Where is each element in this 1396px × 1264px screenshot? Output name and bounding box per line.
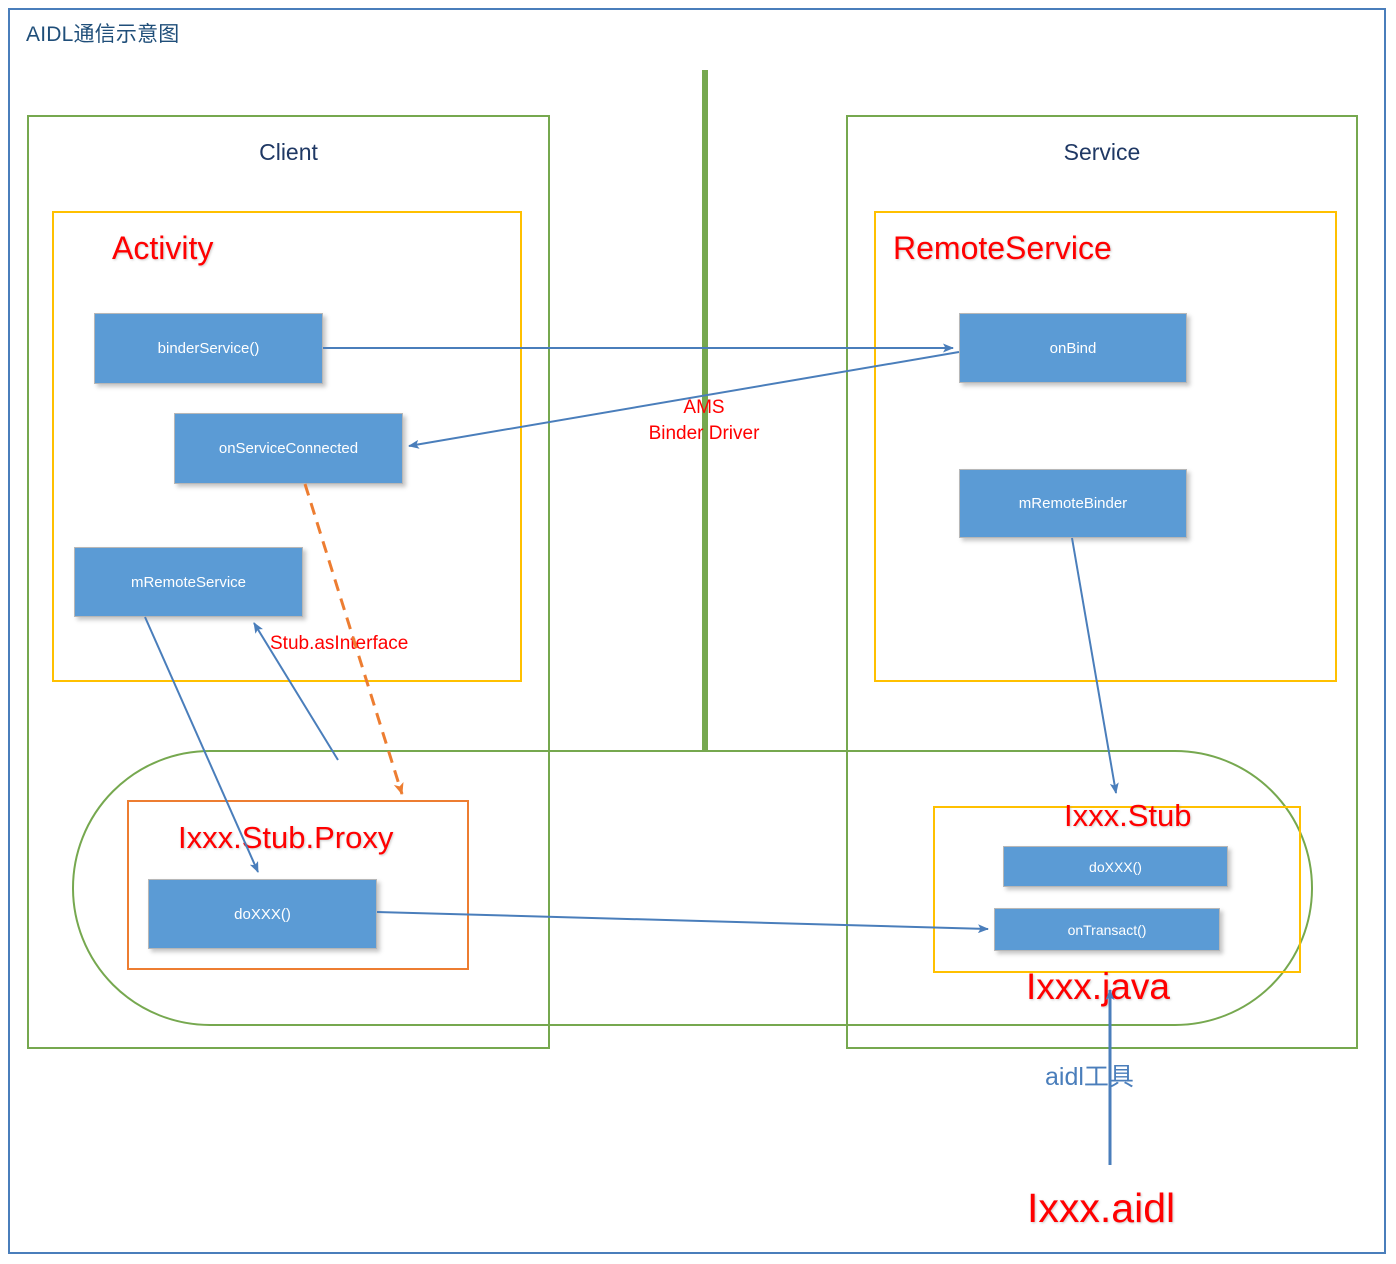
on-service-connected-box-label: onServiceConnected	[218, 440, 359, 457]
diagram-title: AIDL通信示意图	[26, 23, 180, 46]
proxy-do-xxx-box[interactable]: doXXX()	[148, 879, 377, 949]
m-remote-binder-box[interactable]: mRemoteBinder	[959, 469, 1187, 538]
binder-service-box[interactable]: binderService()	[94, 313, 323, 384]
stub-container	[933, 806, 1301, 973]
stub-proxy-container	[127, 800, 469, 970]
client-container: Client	[27, 115, 550, 1049]
client-container-label: Client	[259, 139, 318, 165]
on-service-connected-box[interactable]: onServiceConnected	[174, 413, 403, 484]
on-bind-box-label: onBind	[1049, 339, 1097, 357]
m-remote-service-box[interactable]: mRemoteService	[74, 547, 303, 617]
generated-file-label: Ixxx.java	[1026, 966, 1170, 1007]
service-container-label: Service	[1063, 139, 1141, 165]
binder-service-box-label: binderService()	[157, 340, 260, 357]
stub-label: Ixxx.Stub	[1064, 798, 1192, 833]
stub-as-interface-text: Stub.asInterface	[270, 633, 409, 654]
m-remote-binder-box-label: mRemoteBinder	[1018, 495, 1128, 512]
ams-annotation-line2: Binder Driver	[648, 422, 760, 444]
aidl-file-label: Ixxx.aidl	[1027, 1185, 1176, 1231]
aidl-tool-text: aidl工具	[1045, 1063, 1134, 1091]
remote-service-label: RemoteService	[893, 230, 1112, 266]
ams-annotation-line1: AMS	[683, 397, 725, 418]
on-bind-box[interactable]: onBind	[959, 313, 1187, 383]
generated-code-capsule	[72, 750, 1313, 1026]
on-transact-box-label: onTransact()	[1067, 921, 1147, 938]
remote-service-container	[874, 211, 1337, 682]
stub-as-interface-annotation: Stub.asInterface	[270, 631, 408, 657]
ams-binder-driver-annotation: AMS Binder Driver	[624, 395, 784, 446]
activity-label: Activity	[112, 230, 214, 266]
on-transact-box[interactable]: onTransact()	[994, 908, 1220, 951]
service-container: Service	[846, 115, 1358, 1049]
stub-do-xxx-box-label: doXXX()	[1089, 858, 1142, 875]
stub-proxy-label: Ixxx.Stub.Proxy	[178, 820, 394, 855]
stub-do-xxx-box[interactable]: doXXX()	[1003, 846, 1228, 887]
aidl-tool-annotation: aidl工具	[1045, 1057, 1134, 1093]
proxy-do-xxx-box-label: doXXX()	[234, 905, 291, 923]
m-remote-service-box-label: mRemoteService	[130, 573, 247, 591]
